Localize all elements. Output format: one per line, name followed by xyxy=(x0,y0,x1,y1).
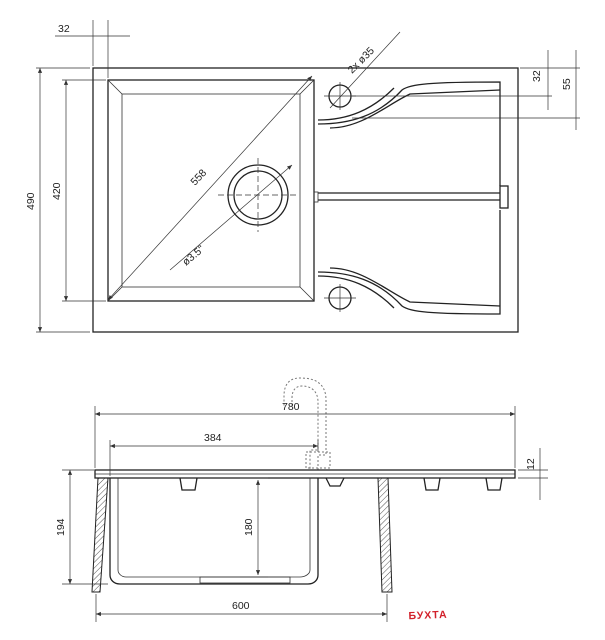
dim-overall-height: 490 xyxy=(25,192,37,210)
dimension-lines-top xyxy=(36,20,580,333)
dim-overall-depth: 194 xyxy=(55,518,67,536)
dim-bowl-diagonal: 558 xyxy=(188,167,209,188)
cabinet-left xyxy=(91,477,109,593)
dim-overall-width: 780 xyxy=(282,401,300,413)
bowl-inner xyxy=(121,93,301,288)
drainer-board xyxy=(313,81,509,315)
top-view: 32 2x ø35 32 55 558 ø3.5" 490 420 xyxy=(25,20,580,333)
dim-offset-top: 32 xyxy=(531,70,543,82)
logo: БУХТА xyxy=(408,609,448,622)
dim-offset-top2: 55 xyxy=(561,78,573,90)
dim-holes: 2x ø35 xyxy=(346,45,377,76)
bowl-section xyxy=(109,478,319,585)
dim-bowl-width: 384 xyxy=(204,432,222,444)
cabinet-right xyxy=(377,477,393,593)
side-view: 780 384 12 180 194 600 xyxy=(55,377,548,622)
dim-rim: 12 xyxy=(525,458,537,470)
dim-bowl-height: 420 xyxy=(51,182,63,200)
sink-outline xyxy=(92,67,519,333)
drain xyxy=(218,158,298,232)
dim-cabinet: 600 xyxy=(232,600,250,612)
tap-hole-bottom xyxy=(324,284,356,312)
bowl-outline xyxy=(107,79,315,302)
dim-offset-left: 32 xyxy=(58,23,70,35)
faucet xyxy=(283,377,327,470)
dim-bowl-depth: 180 xyxy=(243,518,255,536)
tap-hole-top xyxy=(324,82,356,110)
dim-drain: ø3.5" xyxy=(180,243,207,268)
dimension-lines-side xyxy=(62,406,548,622)
